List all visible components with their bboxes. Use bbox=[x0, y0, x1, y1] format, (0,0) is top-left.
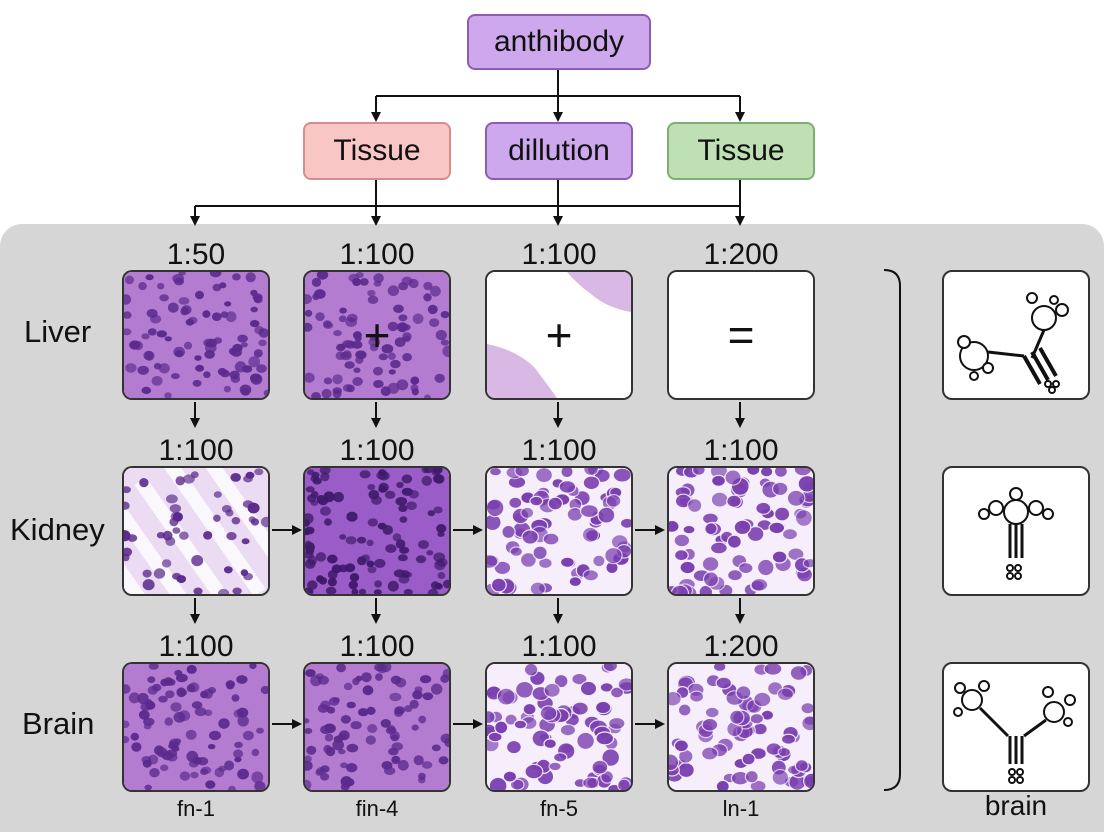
histology-texture bbox=[305, 272, 449, 398]
tissue-tile-liver-4: = bbox=[667, 270, 815, 400]
row-label-kidney: Kidney bbox=[10, 512, 105, 547]
tissue-tile-liver-1 bbox=[122, 270, 270, 400]
row-label-brain: Brain bbox=[22, 706, 95, 741]
histology-texture bbox=[487, 468, 631, 594]
histology-texture bbox=[124, 272, 268, 398]
dilution-label: 1:100 bbox=[521, 238, 597, 271]
branch-label: dillution bbox=[508, 134, 610, 167]
dilution-label: 1:200 bbox=[703, 630, 779, 663]
side-label-brain: brain bbox=[984, 790, 1048, 821]
histology-texture bbox=[124, 664, 268, 790]
dilution-label: 1:100 bbox=[339, 434, 415, 467]
dilution-label: 1:100 bbox=[158, 630, 234, 663]
tissue-tile-brain-1 bbox=[122, 662, 270, 792]
antibody-structure-icon bbox=[978, 487, 1054, 580]
column-footer: fin-4 bbox=[355, 796, 399, 821]
antibody-structure-icon bbox=[953, 680, 1076, 784]
dilution-label: 1:100 bbox=[158, 434, 234, 467]
dilution-label: 1:100 bbox=[339, 630, 415, 663]
column-footer: fn-1 bbox=[177, 796, 215, 821]
column-footer: fn-5 bbox=[540, 796, 578, 821]
antibody-root-label: anthibody bbox=[493, 25, 625, 58]
histology-texture bbox=[124, 468, 268, 594]
antibody-illustration-1 bbox=[942, 270, 1090, 400]
histology-texture bbox=[669, 468, 813, 594]
antibody-illustration-2 bbox=[942, 466, 1090, 596]
branch-box-tissue-left: Tissue bbox=[303, 122, 451, 180]
dilution-label: 1:50 bbox=[166, 238, 226, 271]
dilution-label: 1:200 bbox=[703, 238, 779, 271]
branch-box-dilution: dillution bbox=[485, 122, 633, 180]
antibody-illustration-3 bbox=[942, 662, 1090, 792]
tissue-tile-brain-4 bbox=[667, 662, 815, 792]
row-label-liver: Liver bbox=[24, 314, 92, 349]
histology-texture bbox=[669, 664, 813, 790]
dilution-label: 1:100 bbox=[339, 238, 415, 271]
branch-label: Tissue bbox=[697, 134, 785, 167]
antibody-root-box: anthibody bbox=[467, 14, 651, 70]
tissue-tile-kidney-1 bbox=[122, 466, 270, 596]
tissue-tile-brain-3 bbox=[485, 662, 633, 792]
tissue-tile-liver-3: + bbox=[485, 270, 633, 400]
branch-box-tissue-right: Tissue bbox=[667, 122, 815, 180]
histology-texture bbox=[487, 272, 631, 398]
tissue-tile-kidney-2 bbox=[303, 466, 451, 596]
tissue-tile-brain-2 bbox=[303, 662, 451, 792]
histology-texture bbox=[305, 468, 449, 594]
dilution-label: 1:100 bbox=[703, 434, 779, 467]
column-footer: ln-1 bbox=[722, 796, 760, 821]
branch-label: Tissue bbox=[333, 134, 421, 167]
histology-texture bbox=[487, 664, 631, 790]
tissue-tile-kidney-3 bbox=[485, 466, 633, 596]
tissue-tile-kidney-4 bbox=[667, 466, 815, 596]
dilution-label: 1:100 bbox=[521, 630, 597, 663]
dilution-label: 1:100 bbox=[521, 434, 597, 467]
tissue-tile-liver-2: + bbox=[303, 270, 451, 400]
histology-texture bbox=[305, 664, 449, 790]
histology-texture bbox=[669, 272, 813, 398]
antibody-structure-icon bbox=[957, 292, 1069, 394]
